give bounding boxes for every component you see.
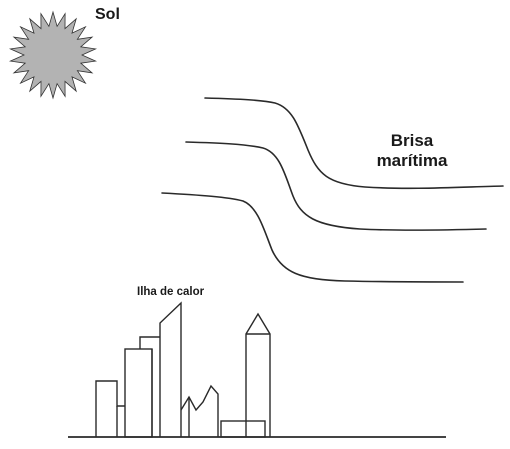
sea-breeze-label-line1: Brisa [390, 131, 434, 150]
sun-label: Sol [95, 6, 120, 23]
streamline-middle [185, 141, 487, 231]
breeze-streamlines [161, 97, 504, 283]
building-4 [159, 301, 182, 437]
heat-island-label: Ilha de calor [137, 286, 205, 298]
sun-icon [8, 10, 98, 100]
building-2 [124, 348, 153, 438]
building-7 [245, 312, 271, 437]
streamline-top [204, 97, 504, 190]
building-6 [220, 420, 266, 438]
city-skyline [68, 301, 446, 438]
building-5 [180, 384, 219, 437]
building-3 [139, 336, 160, 349]
streamline-bottom [161, 192, 464, 283]
building-1 [95, 380, 125, 437]
sea-breeze-label-line2: marítima [376, 151, 448, 170]
sea-breeze-label: Brisa marítima [370, 131, 454, 171]
